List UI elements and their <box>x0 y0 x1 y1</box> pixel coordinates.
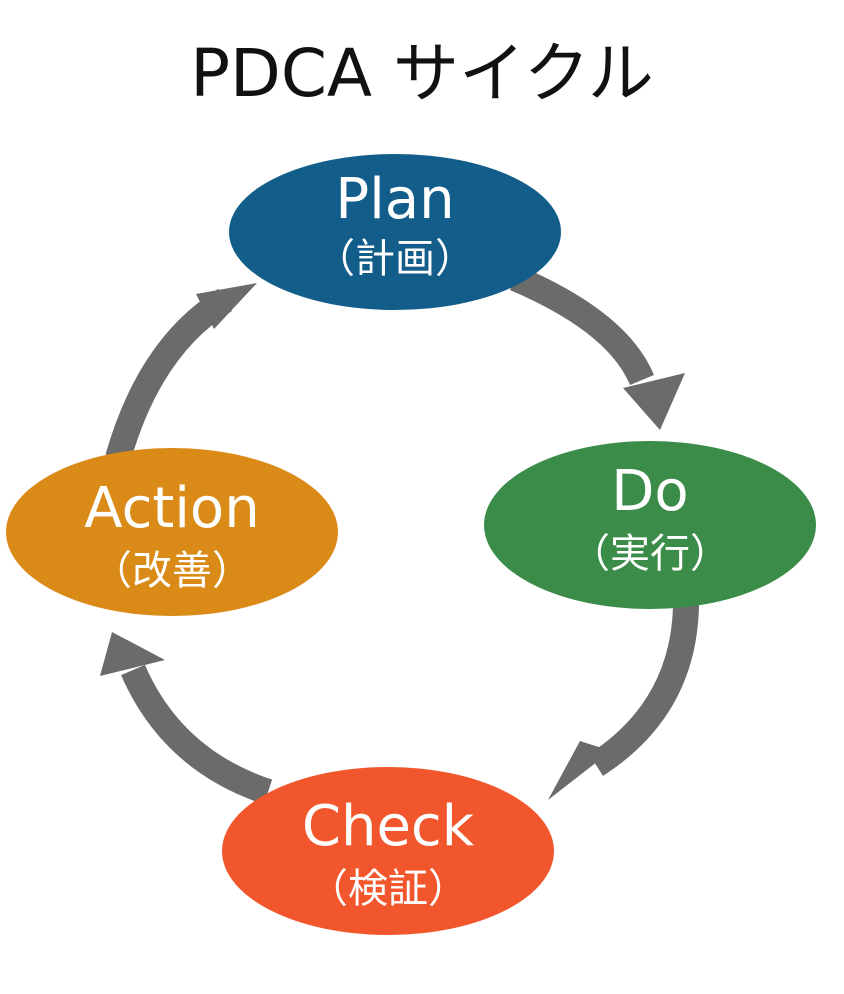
node-check-sub: （検証） <box>308 866 468 912</box>
diagram-title: PDCA サイクル <box>190 35 654 112</box>
node-plan: Plan （計画） <box>229 154 561 310</box>
node-do-sub: （実行） <box>570 531 730 577</box>
arrow-check-to-action <box>100 632 273 805</box>
node-do: Do （実行） <box>484 441 816 609</box>
node-check-label: Check <box>302 794 475 859</box>
arrow-do-to-check <box>548 604 699 800</box>
node-plan-label: Plan <box>335 167 454 232</box>
cycle-arrows <box>100 266 699 805</box>
node-action: Action （改善） <box>6 448 338 616</box>
node-action-label: Action <box>84 476 259 541</box>
node-check: Check （検証） <box>222 767 554 935</box>
arrow-action-to-plan <box>105 283 257 462</box>
node-do-shape <box>484 441 816 609</box>
node-do-label: Do <box>611 459 688 524</box>
node-check-shape <box>222 767 554 935</box>
node-action-shape <box>6 448 338 616</box>
node-action-sub: （改善） <box>92 548 252 594</box>
node-plan-sub: （計画） <box>315 236 475 282</box>
arrow-plan-to-do <box>509 266 685 430</box>
node-plan-shape <box>229 154 561 310</box>
